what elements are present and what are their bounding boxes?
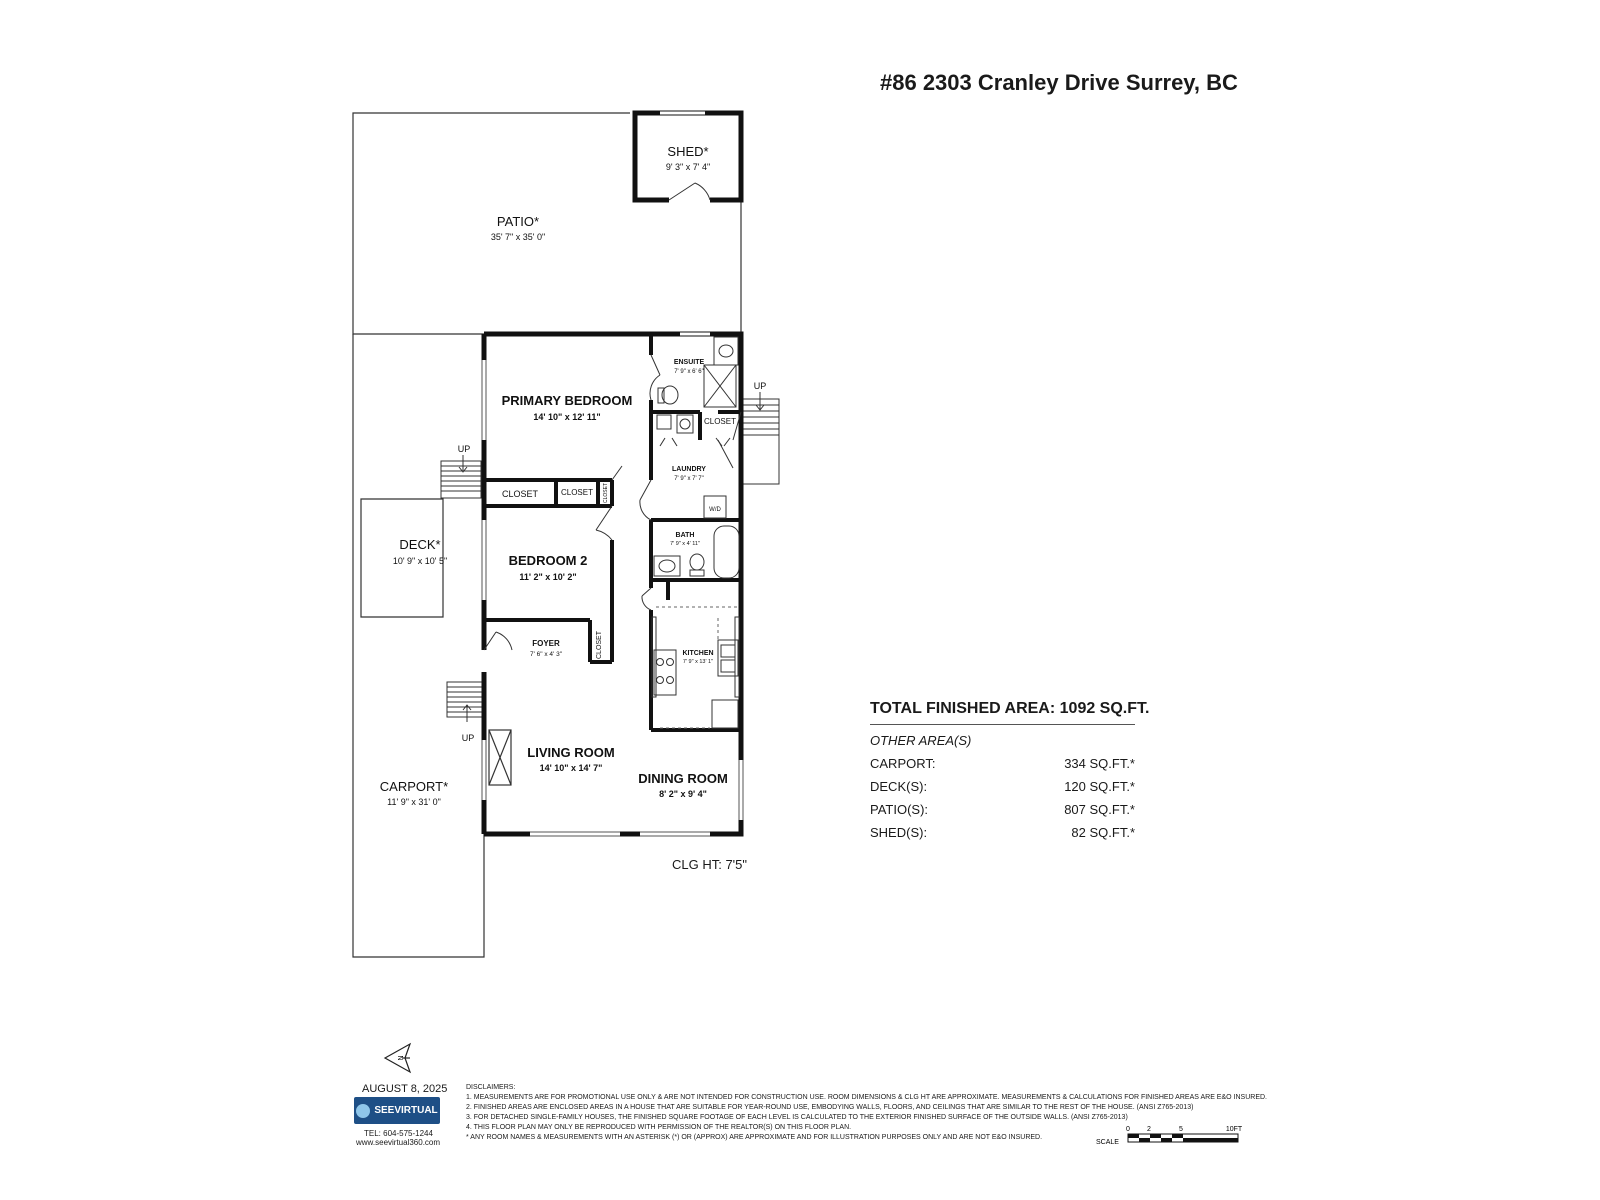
area-row-value: 807 SQ.FT.* bbox=[1064, 802, 1135, 817]
area-row-label: SHED(S): bbox=[870, 825, 928, 840]
ensuite-dims: 7' 9" x 6' 6" bbox=[674, 369, 704, 375]
other-areas-heading: OTHER AREA(S) bbox=[870, 733, 972, 748]
scale-label: SCALE bbox=[1096, 1139, 1119, 1146]
deck-outline bbox=[360, 498, 444, 618]
patio-dims: 35' 7" x 35' 0" bbox=[491, 232, 545, 242]
area-row-value: 120 SQ.FT.* bbox=[1064, 779, 1135, 794]
company-logo: SEEVIRTUAL bbox=[354, 1097, 440, 1124]
shed-name: SHED* bbox=[667, 144, 708, 159]
closet-foyer-name: CLOSET bbox=[596, 630, 603, 659]
area-row-label: CARPORT: bbox=[870, 756, 936, 771]
foyer-dims: 7' 6" x 4' 3" bbox=[530, 651, 563, 658]
primary-bedroom-name: PRIMARY BEDROOM bbox=[502, 393, 633, 408]
dining-room-name: DINING ROOM bbox=[638, 771, 728, 786]
area-row: DECK(S): 120 SQ.FT.* bbox=[870, 779, 1135, 794]
bath-dims: 7' 9" x 4' 11" bbox=[670, 541, 700, 547]
company-website: www.seevirtual360.com bbox=[356, 1138, 441, 1147]
closet-c-name: CLOSET bbox=[603, 483, 609, 503]
patio-outline bbox=[352, 112, 630, 335]
patio-name: PATIO* bbox=[497, 214, 539, 229]
living-room-name: LIVING ROOM bbox=[527, 745, 614, 760]
carport-dims: 11' 9" x 31' 0" bbox=[387, 797, 441, 807]
carport-outline bbox=[352, 334, 485, 958]
scale-tick: 0 bbox=[1126, 1126, 1130, 1133]
dining-room-dims: 8' 2" x 9' 4" bbox=[659, 789, 707, 799]
deck-name: DECK* bbox=[399, 537, 440, 552]
ceiling-height: CLG HT: 7'5" bbox=[672, 857, 748, 872]
foyer-name: FOYER bbox=[532, 639, 560, 648]
disclaimer-line: 1. MEASUREMENTS ARE FOR PROMOTIONAL USE … bbox=[466, 1094, 1267, 1101]
north-arrow-icon bbox=[383, 1042, 412, 1074]
laundry-dims: 7' 9" x 7' 7" bbox=[674, 476, 704, 482]
disclaimer-line: DISCLAIMERS: bbox=[466, 1084, 516, 1091]
primary-bedroom-dims: 14' 10" x 12' 11" bbox=[533, 412, 600, 422]
area-row: CARPORT: 334 SQ.FT.* bbox=[870, 756, 1135, 771]
area-row-value: 82 SQ.FT.* bbox=[1071, 825, 1135, 840]
bedroom2-name: BEDROOM 2 bbox=[509, 553, 588, 568]
disclaimer-line: 4. THIS FLOOR PLAN MAY ONLY BE REPRODUCE… bbox=[466, 1124, 852, 1131]
disclaimer-line: 2. FINISHED AREAS ARE ENCLOSED AREAS IN … bbox=[466, 1104, 1194, 1111]
area-summary: TOTAL FINISHED AREA: 1092 SQ.FT. OTHER A… bbox=[870, 700, 1149, 840]
closet-b-name: CLOSET bbox=[561, 488, 593, 497]
ensuite-name: ENSUITE bbox=[674, 359, 705, 366]
area-row-label: DECK(S): bbox=[870, 779, 928, 794]
total-finished-area: TOTAL FINISHED AREA: 1092 SQ.FT. bbox=[870, 700, 1149, 725]
wd-label: W/D bbox=[709, 507, 721, 513]
stairs-east bbox=[740, 398, 780, 485]
compass-letter: N bbox=[398, 1055, 405, 1060]
fireplace-icon bbox=[488, 729, 512, 786]
carport-name: CARPORT* bbox=[380, 779, 448, 794]
total-area-label: TOTAL FINISHED AREA: bbox=[870, 700, 1056, 717]
scale-bar: 0 2 5 10FT SCALE bbox=[1096, 1126, 1243, 1146]
area-row: SHED(S): 82 SQ.FT.* bbox=[870, 825, 1135, 840]
scale-tick: 2 bbox=[1147, 1126, 1151, 1133]
stairs-up-label: UP bbox=[458, 444, 471, 454]
disclaimers: DISCLAIMERS: 1. MEASUREMENTS ARE FOR PRO… bbox=[466, 1083, 1267, 1143]
kitchen-name: KITCHEN bbox=[682, 650, 713, 657]
scale-tick: 10FT bbox=[1226, 1126, 1243, 1133]
plan-title: #86 2303 Cranley Drive Surrey, BC bbox=[880, 70, 1238, 95]
plan-date: AUGUST 8, 2025 bbox=[362, 1083, 448, 1095]
closet-a-name: CLOSET bbox=[502, 489, 539, 499]
bedroom2-dims: 11' 2" x 10' 2" bbox=[519, 572, 576, 582]
living-room-dims: 14' 10" x 14' 7" bbox=[540, 763, 603, 773]
laundry-name: LAUNDRY bbox=[672, 466, 706, 473]
disclaimer-line: 3. FOR DETACHED SINGLE-FAMILY HOUSES, TH… bbox=[466, 1114, 1128, 1121]
area-row-label: PATIO(S): bbox=[870, 802, 929, 817]
total-area-value: 1092 SQ.FT. bbox=[1059, 700, 1150, 717]
area-row: PATIO(S): 807 SQ.FT.* bbox=[870, 802, 1135, 817]
kitchen-dims: 7' 9" x 13' 1" bbox=[683, 659, 713, 665]
area-row-value: 334 SQ.FT.* bbox=[1064, 756, 1135, 771]
bath-name: BATH bbox=[676, 532, 695, 539]
stairs-west-upper bbox=[440, 460, 482, 499]
company-phone: TEL: 604-575-1244 bbox=[364, 1129, 433, 1138]
closet-east-name: CLOSET bbox=[704, 417, 736, 426]
stairs-up-label: UP bbox=[462, 733, 475, 743]
globe-icon bbox=[356, 1103, 371, 1118]
disclaimer-line: * ANY ROOM NAMES & MEASUREMENTS WITH AN … bbox=[466, 1134, 1043, 1141]
logo-text: SEEVIRTUAL bbox=[374, 1105, 438, 1116]
stairs-west-lower bbox=[446, 681, 484, 718]
stairs-up-label: UP bbox=[754, 381, 767, 391]
deck-dims: 10' 9" x 10' 5" bbox=[393, 556, 447, 566]
scale-tick: 5 bbox=[1179, 1126, 1183, 1133]
shed-dims: 9' 3" x 7' 4" bbox=[666, 162, 710, 172]
